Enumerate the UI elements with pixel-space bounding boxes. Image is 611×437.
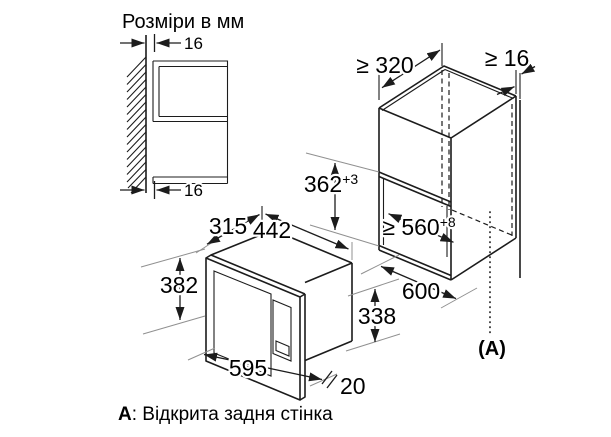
microwave-body — [210, 229, 353, 362]
dim-cabinet-width-label: 600 — [402, 278, 440, 304]
caption: А: Відкрита задня стінка — [118, 404, 333, 425]
dim-niche-height-tolerance: +3 — [342, 171, 358, 187]
wall-hatching — [126, 56, 147, 194]
dim-microwave-depth: 315 — [195, 206, 263, 254]
page-title: Розміри в мм — [122, 11, 244, 33]
dim-niche-width-label: ≥ 560+8 — [382, 214, 456, 240]
dim-niche-height-label: 362+3 — [304, 171, 359, 197]
dim-wall-gap-bottom-label: 16 — [184, 181, 203, 200]
dim-niche-width: ≥ 560+8 — [380, 212, 458, 243]
caption-ref-label: А — [118, 404, 132, 425]
dim-cabinet-depth: ≥ 320 — [354, 43, 443, 100]
dim-rear-wall-gap-label: ≥ 16 — [485, 45, 530, 71]
microwave-control-panel — [272, 299, 292, 362]
rear-wall-reference-label: (A) — [478, 338, 506, 360]
cabinet-outline — [378, 65, 517, 281]
dim-wall-gap-top-label: 16 — [184, 34, 203, 53]
microwave-drawing: 315 442 382 595 20 — [140, 206, 401, 401]
dim-microwave-depth-label: 315 — [209, 213, 247, 239]
niche-interior-edges — [382, 178, 448, 257]
microwave-frame-edge — [205, 254, 306, 401]
dim-frame-overhang: 20 — [321, 370, 368, 401]
dim-rear-wall-gap: ≥ 16 — [482, 43, 536, 99]
dim-body-height: 338 — [345, 278, 401, 352]
rear-wall-reference: (A) — [478, 211, 506, 360]
cabinet-profile-section — [152, 60, 229, 185]
dim-body-width: 442 — [251, 213, 353, 260]
dim-microwave-height-label: 382 — [160, 272, 198, 298]
dim-microwave-width-label: 595 — [229, 355, 267, 381]
dim-microwave-width: 595 — [187, 347, 338, 387]
cabinet-hidden-edges — [441, 70, 515, 237]
dim-body-width-label: 442 — [253, 217, 291, 243]
dim-niche-width-value: ≥ 560 — [382, 214, 439, 240]
dim-frame-overhang-label: 20 — [340, 373, 366, 399]
dim-cabinet-depth-label: ≥ 320 — [356, 52, 413, 78]
dim-body-height-label: 338 — [358, 303, 396, 329]
dim-niche-height: 362+3 — [302, 152, 380, 247]
wall-cross-section: 16 16 — [120, 32, 229, 202]
caption-text: : Відкрита задня стінка — [132, 404, 333, 425]
dim-wall-gap-bottom: 16 — [120, 179, 205, 202]
cabinet-front-panel-edge — [378, 171, 452, 208]
cabinet-niche-drawing: ≥ 320 ≥ 16 362+3 ≥ 560+8 600 — [302, 43, 536, 360]
microwave-door-window — [213, 270, 272, 377]
dim-niche-height-value: 362 — [304, 171, 342, 197]
microwave-frame-front — [205, 257, 301, 401]
microwave-display — [275, 340, 290, 357]
dim-niche-width-tolerance: +8 — [440, 214, 456, 230]
dim-microwave-height: 382 — [140, 248, 206, 335]
dim-wall-gap-top: 16 — [120, 32, 205, 199]
dim-cabinet-width: 600 — [360, 254, 478, 309]
